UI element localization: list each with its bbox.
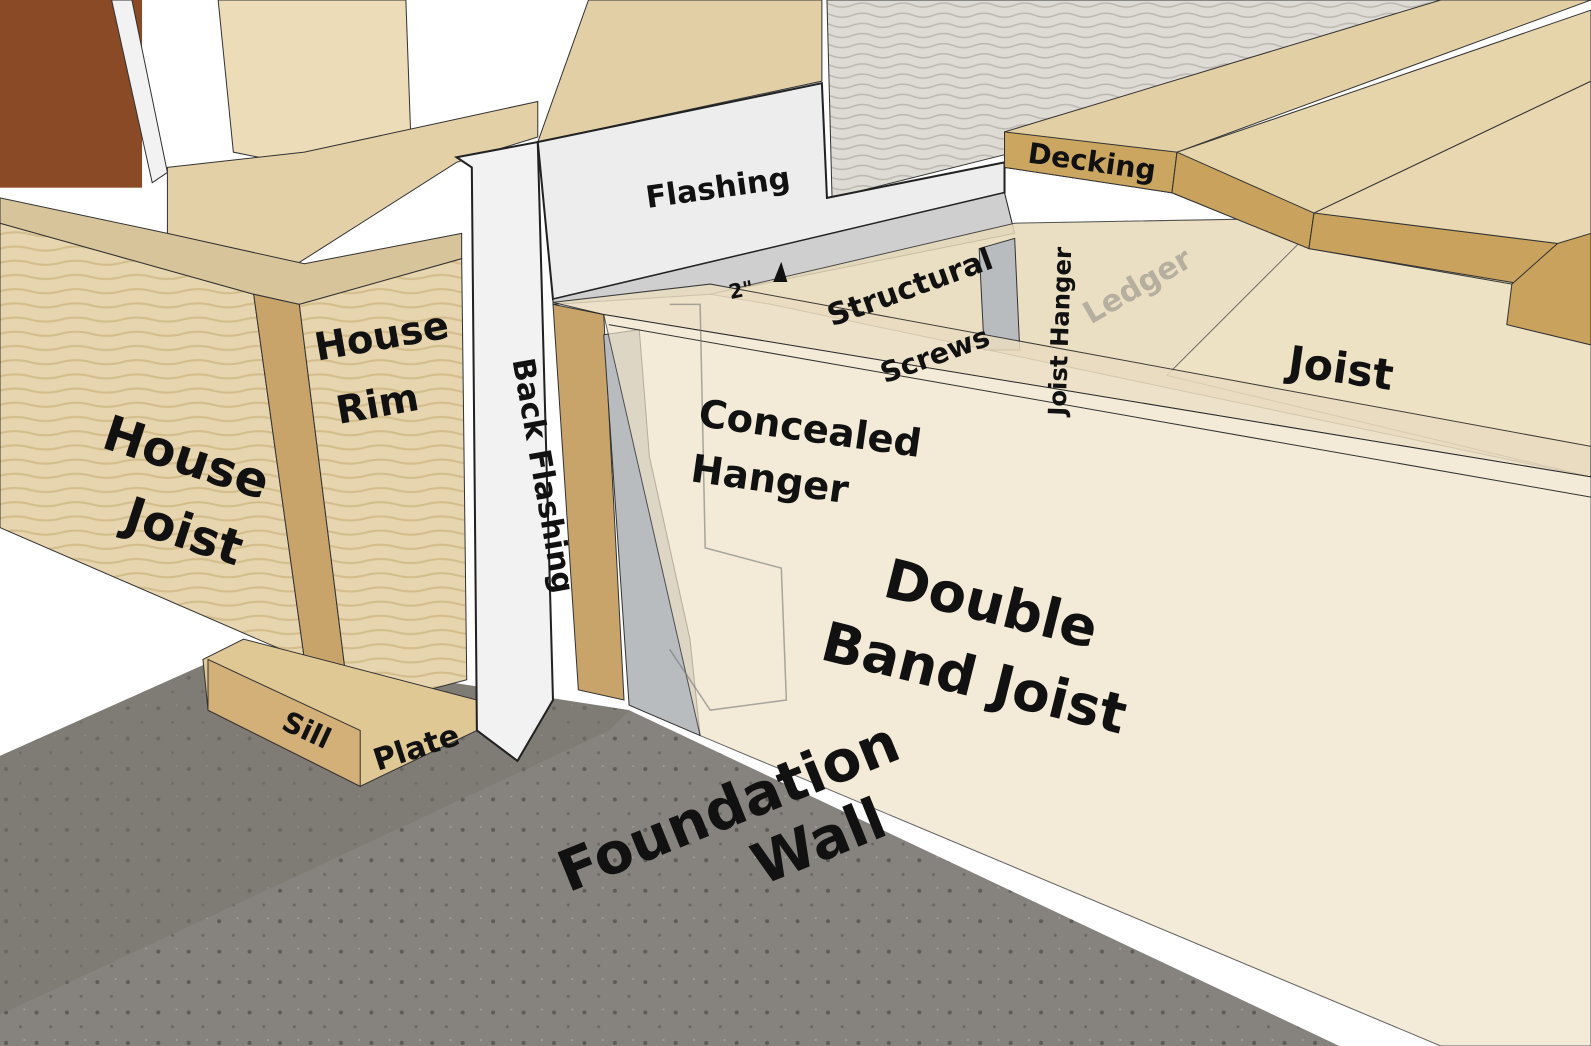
house-rim	[298, 258, 468, 711]
band-joist-seam	[608, 324, 1591, 498]
double-band-joist-face	[603, 313, 1591, 1046]
concealed-hanger-outline	[669, 303, 788, 712]
wall-sheathing	[536, 0, 823, 143]
dimension-arrow-icon	[773, 261, 788, 283]
foundation-top	[0, 649, 630, 1015]
double-band-joist-end	[552, 303, 625, 701]
sill-plate-end	[207, 658, 361, 788]
double-band-joist-top	[552, 283, 1591, 478]
dimension-label: 2"	[727, 276, 756, 305]
label-joist-hanger: Joist Hanger	[1042, 246, 1077, 418]
decking-board-4	[1506, 232, 1591, 346]
